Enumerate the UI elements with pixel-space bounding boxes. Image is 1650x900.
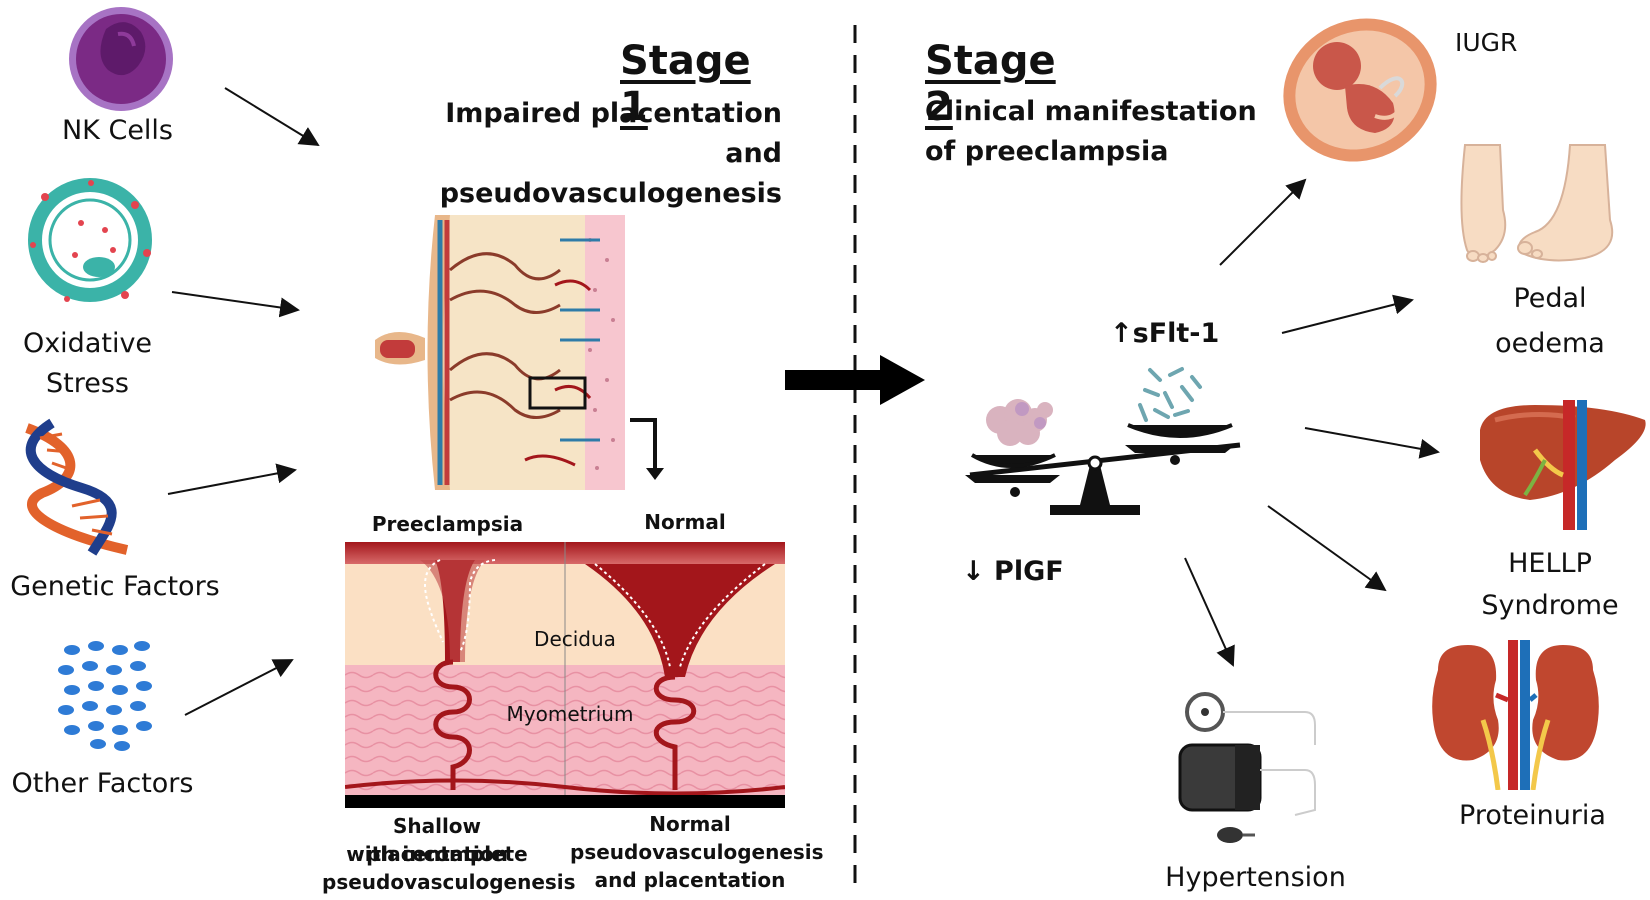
caption-left-3: pseudovasculogenesis <box>322 870 576 894</box>
pedal-label-line1: Pedal <box>1513 283 1587 314</box>
caption-right-2: pseudovasculogenesis <box>570 840 824 864</box>
hypertension-label: Hypertension <box>1165 862 1346 893</box>
arrow-proteinuria <box>1267 505 1387 592</box>
stage1-title: Stage 1 <box>620 38 751 130</box>
other-factors-label: Other Factors <box>11 768 194 799</box>
hellp-label-line2: Syndrome <box>1481 590 1619 621</box>
caption-right-3: and placentation <box>594 868 786 892</box>
nk-cell-icon <box>69 7 173 111</box>
dna-icon <box>25 418 129 556</box>
stage1-subtitle-line2: and pseudovasculogenesis <box>439 138 782 209</box>
placenta-illustration <box>375 215 625 490</box>
pedal-label-line2: oedema <box>1495 328 1605 359</box>
iugr-label: IUGR <box>1455 28 1518 57</box>
nk-cells-label: NK Cells <box>61 115 174 146</box>
myometrium-label: Myometrium <box>506 702 634 726</box>
big-arrow-icon <box>785 355 925 405</box>
down-arrow-icon: ↓ <box>962 556 985 587</box>
plgf-label: PlGF <box>994 556 1064 587</box>
dots-icon <box>58 641 152 751</box>
oxidative-label-line2: Stress <box>46 368 129 399</box>
caption-left-2: with incomplete <box>346 842 528 866</box>
stage2-title: Stage 2 <box>925 38 1056 130</box>
arrow-hypertension <box>1184 557 1235 667</box>
hellp-label-line1: HELLP <box>1508 548 1592 579</box>
arrow-hellp <box>1304 427 1440 459</box>
genetic-factors-label: Genetic Factors <box>10 571 220 602</box>
zoom-bracket-arrow <box>630 418 657 470</box>
arrow-other <box>184 659 294 716</box>
oxidative-cell-icon <box>28 178 152 302</box>
arrow-oxidative <box>171 291 300 318</box>
stage2-subtitle-line2: of preeclampsia <box>925 136 1169 167</box>
proteinuria-label: Proteinuria <box>1459 800 1606 831</box>
arrow-pedal <box>1281 294 1414 334</box>
preeclampsia-label: Preeclampsia <box>371 512 524 536</box>
balance-scale-icon <box>965 367 1241 515</box>
stage1-subtitle-line1: Impaired placentation <box>445 98 782 129</box>
arrow-genetic <box>167 463 297 495</box>
sflt-label: sFlt-1 <box>1132 318 1220 349</box>
arrow-iugr <box>1219 178 1307 266</box>
plgf-down-label: ↓ PlGF <box>962 556 1064 587</box>
up-arrow-icon: ↑ <box>1110 318 1133 349</box>
oxidative-label-line1: Oxidative <box>22 328 153 359</box>
fetus-icon <box>1283 18 1437 162</box>
placentation-comparison <box>345 542 785 808</box>
caption-right-1: Normal <box>649 812 731 836</box>
decidua-label: Decidua <box>534 627 616 651</box>
swollen-feet-icon <box>1460 144 1614 263</box>
sflt-up-label: ↑sFlt-1 <box>1110 318 1219 349</box>
caption-left-1: Shallow placentation <box>366 814 508 866</box>
stage2-subtitle-line1: Clinical manifestation <box>925 96 1257 127</box>
kidneys-icon <box>1432 640 1599 790</box>
liver-icon <box>1480 400 1646 530</box>
bp-monitor-icon <box>1178 692 1316 843</box>
arrow-nk <box>224 87 320 147</box>
